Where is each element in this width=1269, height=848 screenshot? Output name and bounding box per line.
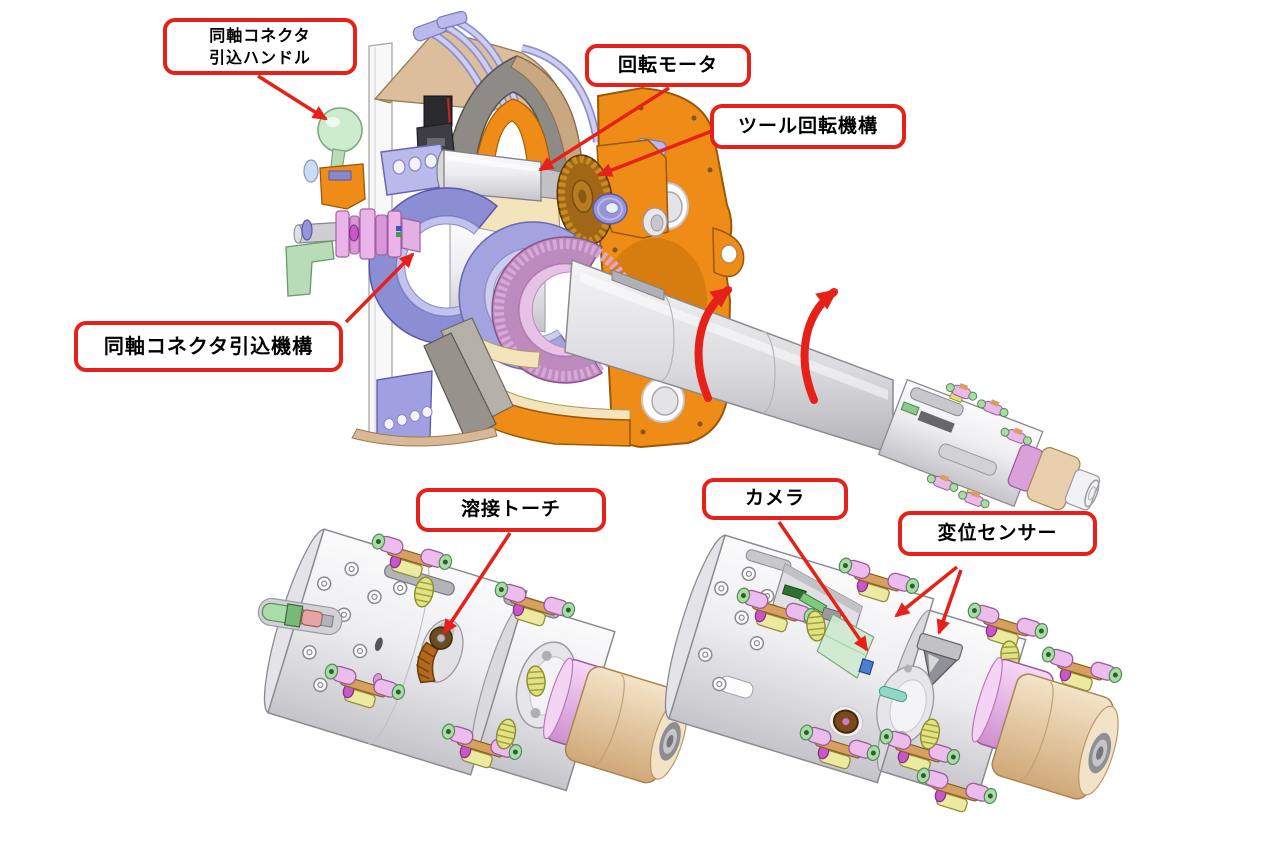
arrow-coax-mechanism [344,252,415,324]
callout-text: ツール回転機構 [737,114,878,137]
arrow-camera [777,521,869,652]
callout-tool-rotation: ツール回転機構 [710,104,906,149]
callout-rotation-motor: 回転モータ [585,44,751,87]
detail-view-torch [257,528,688,792]
callout-coax-handle-text: 同軸コネクタ 引込ハンドル [209,25,311,68]
welding-torch-part [415,626,453,684]
camera-view-endcap [991,673,1119,800]
coax-handle-mechanism [285,107,421,297]
retract-spring [335,208,402,260]
callout-arrows [257,74,963,652]
arrow-sensor-1 [894,565,959,618]
support-braces [351,317,514,447]
callout-text: 同軸コネクタ引込機構 [103,334,314,358]
callout-coax-handle: 同軸コネクタ 引込ハンドル [163,18,357,75]
detail-view-camera [664,534,1124,821]
rotation-arrows [694,286,838,404]
callout-text: 溶接トーチ [460,498,561,521]
callout-text: 変位センサー [937,521,1058,544]
callout-line: 引込ハンドル [208,47,311,67]
handle-ball [317,107,363,153]
camera-part [858,658,875,676]
main-shaft [564,258,894,456]
tool-head [877,378,1101,511]
arrow-rotation-motor [538,86,670,172]
callout-camera: カメラ [702,478,848,520]
callout-welding-torch: 溶接トーチ [416,488,606,532]
arrow-coax-handle [257,74,328,121]
callout-displacement-sensor: 変位センサー [898,511,1097,556]
displacement-sensor-part [916,632,964,688]
arrow-welding-torch [442,532,512,635]
coax-guide-pin [257,597,343,636]
tool-rotation-gearbox [556,137,669,246]
callout-line: 同軸コネクタ [209,25,311,45]
callout-coax-mechanism: 同軸コネクタ引込機構 [74,321,343,372]
callout-text: カメラ [744,487,805,510]
arrow-sensor-2 [936,569,963,635]
bracket-plate [380,143,448,196]
arrow-tool-rotation [597,129,713,177]
main-assembly-view [285,10,1101,511]
callout-text: 回転モータ [617,53,718,76]
